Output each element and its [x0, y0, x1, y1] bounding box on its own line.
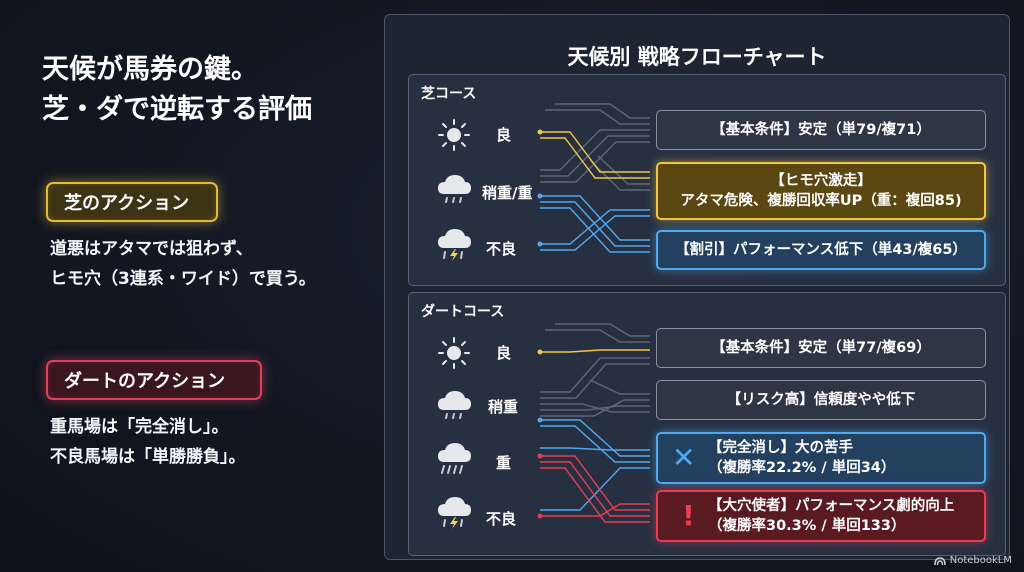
turf-outcome-longshot: 【ヒモ穴激走】 アタマ危険、複勝回収率UP（重：複回85)	[656, 162, 986, 220]
dirt-action-line-2: 不良馬場は「単勝勝負」。	[50, 447, 246, 467]
footer-brand-text: NotebookLM	[949, 555, 1012, 566]
turf-outcome-discount: 【割引】パフォーマンス低下（単43/複65）	[656, 230, 986, 270]
exclamation-icon: !	[682, 499, 695, 532]
cross-icon: ✕	[672, 441, 696, 474]
footer-brand: NotebookLM	[933, 555, 1012, 566]
dirt-outcome-longshot-detail: （複勝率30.3% / 単回133）	[708, 518, 906, 534]
dirt-outcome-eliminate: ✕ 【完全消し】大の苦手 （複勝率22.2% / 単回34）	[656, 432, 986, 484]
cloud-heavy-rain-icon	[438, 443, 471, 474]
turf-action-line-2: ヒモ穴（3連系・ワイド）で買う。	[50, 269, 316, 289]
dirt-section-title: ダートコース	[421, 304, 505, 320]
turf-condition-slightly-heavy: 稍重/重	[482, 184, 533, 202]
dirt-action-text: 重馬場は「完全消し」。 不良馬場は「単勝勝負」。	[50, 412, 246, 472]
turf-action-text: 道悪はアタマでは狙わず、 ヒモ穴（3連系・ワイド）で買う。	[50, 234, 316, 294]
dirt-outcome-risk-text: 【リスク高】信頼度やや低下	[726, 392, 916, 408]
cloud-storm-icon	[438, 229, 471, 261]
turf-action-label: 芝のアクション	[46, 182, 218, 222]
turf-outcome-longshot-title: 【ヒモ穴激走】	[770, 173, 872, 189]
dirt-action-label: ダートのアクション	[46, 360, 262, 400]
dirt-condition-bad: 不良	[486, 510, 517, 528]
turf-condition-good: 良	[496, 126, 512, 144]
turf-outcome-stable: 【基本条件】安定（単79/複71）	[656, 110, 986, 150]
dirt-outcome-stable: 【基本条件】安定（単77/複69）	[656, 328, 986, 368]
turf-outcome-stable-text: 【基本条件】安定（単79/複71）	[711, 122, 931, 138]
cloud-storm-icon	[438, 497, 471, 529]
cloud-rain-icon	[438, 175, 471, 203]
sun-icon	[438, 119, 470, 151]
notebooklm-logo-icon	[933, 556, 946, 565]
headline-line-2: 芝・ダで逆転する評価	[42, 94, 312, 125]
dirt-action-line-1: 重馬場は「完全消し」。	[50, 417, 229, 437]
turf-action-line-1: 道悪はアタマでは狙わず、	[50, 239, 253, 259]
dirt-outcome-risk: 【リスク高】信頼度やや低下	[656, 380, 986, 420]
dirt-outcome-longshot-title: 【大穴使者】パフォーマンス劇的向上	[708, 498, 955, 514]
flowchart-title: 天候別 戦略フローチャート	[567, 45, 827, 69]
headline: 天候が馬券の鍵。 芝・ダで逆転する評価	[42, 50, 372, 130]
turf-condition-bad: 不良	[486, 240, 517, 258]
dirt-outcome-eliminate-title: 【完全消し】大の苦手	[708, 440, 853, 456]
turf-outcome-longshot-detail: アタマ危険、複勝回収率UP（重：複回85)	[680, 193, 962, 209]
cloud-rain-icon	[438, 391, 471, 419]
dirt-condition-good: 良	[496, 344, 512, 362]
sun-icon	[438, 337, 470, 369]
dirt-condition-slightly-heavy: 稍重	[488, 398, 519, 416]
dirt-outcome-eliminate-detail: （複勝率22.2% / 単回34）	[708, 460, 896, 476]
dirt-condition-heavy: 重	[496, 454, 512, 472]
turf-section-title: 芝コース	[421, 86, 477, 102]
dirt-outcome-stable-text: 【基本条件】安定（単77/複69）	[711, 340, 931, 356]
dirt-outcome-longshot: ! 【大穴使者】パフォーマンス劇的向上 （複勝率30.3% / 単回133）	[656, 490, 986, 542]
turf-outcome-discount-text: 【割引】パフォーマンス低下（単43/複65）	[675, 242, 967, 258]
headline-line-1: 天候が馬券の鍵。	[42, 54, 258, 85]
